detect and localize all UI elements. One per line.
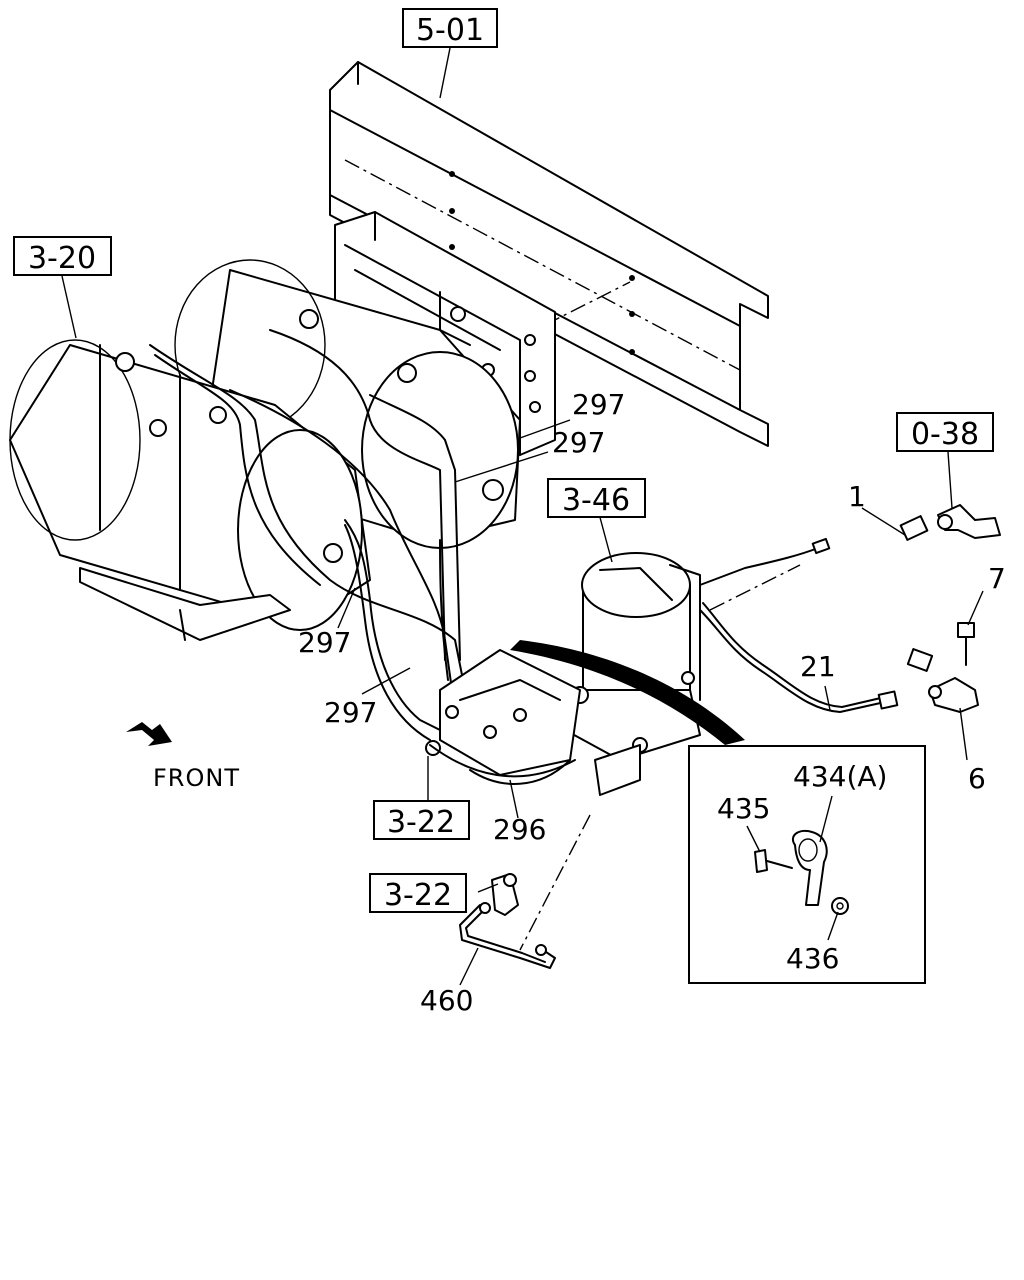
part-label-297-c[interactable]: 297 <box>298 626 351 659</box>
valve-block <box>425 649 641 796</box>
front-arrow-icon <box>126 722 172 746</box>
part-label-7[interactable]: 7 <box>988 562 1006 595</box>
svg-text:0-38: 0-38 <box>911 417 979 452</box>
ref-box-5-01[interactable]: 5-01 <box>402 8 498 48</box>
part-label-21[interactable]: 21 <box>800 650 836 683</box>
air-lines-297 <box>149 329 466 741</box>
part-label-6[interactable]: 6 <box>968 762 986 795</box>
tank-cradle <box>79 567 291 641</box>
leader-lines <box>61 47 984 986</box>
pipe-460 <box>459 873 556 969</box>
front-indicator: FRONT <box>126 722 240 792</box>
part-label-297-b[interactable]: 297 <box>552 426 605 459</box>
part-label-436[interactable]: 436 <box>786 942 839 975</box>
ref-box-3-22-lower[interactable]: 3-22 <box>369 873 467 913</box>
inset-detail <box>688 745 926 984</box>
ref-box-3-22[interactable]: 3-22 <box>373 800 470 840</box>
bolt-7 <box>957 622 975 666</box>
part-label-296[interactable]: 296 <box>493 813 546 846</box>
elbow-fitting-0-38 <box>937 504 1001 539</box>
line-21 <box>699 537 899 713</box>
nut-436 <box>831 897 849 915</box>
part-label-435[interactable]: 435 <box>717 792 770 825</box>
part-label-1[interactable]: 1 <box>848 480 866 513</box>
bolt-435 <box>754 849 793 873</box>
pipe-296 <box>429 744 591 951</box>
svg-text:3-20: 3-20 <box>28 241 96 276</box>
front-label: FRONT <box>153 764 240 792</box>
air-dryer <box>564 552 701 761</box>
ref-box-3-46[interactable]: 3-46 <box>547 478 646 518</box>
svg-text:5-01: 5-01 <box>416 13 484 48</box>
ref-box-3-20[interactable]: 3-20 <box>13 236 112 276</box>
svg-text:3-22: 3-22 <box>384 878 452 913</box>
part-label-297-a[interactable]: 297 <box>572 388 625 421</box>
part-label-460[interactable]: 460 <box>420 984 473 1017</box>
part-label-297-d[interactable]: 297 <box>324 696 377 729</box>
svg-text:3-22: 3-22 <box>387 805 455 840</box>
part-label-434[interactable]: 434(A) <box>793 760 887 793</box>
flexible-hose-1 <box>874 515 934 672</box>
clamp-434 <box>792 829 828 906</box>
svg-text:3-46: 3-46 <box>562 483 630 518</box>
discharge-hose <box>510 640 745 745</box>
ref-box-0-38[interactable]: 0-38 <box>896 412 994 452</box>
tee-fitting-6 <box>928 677 979 713</box>
